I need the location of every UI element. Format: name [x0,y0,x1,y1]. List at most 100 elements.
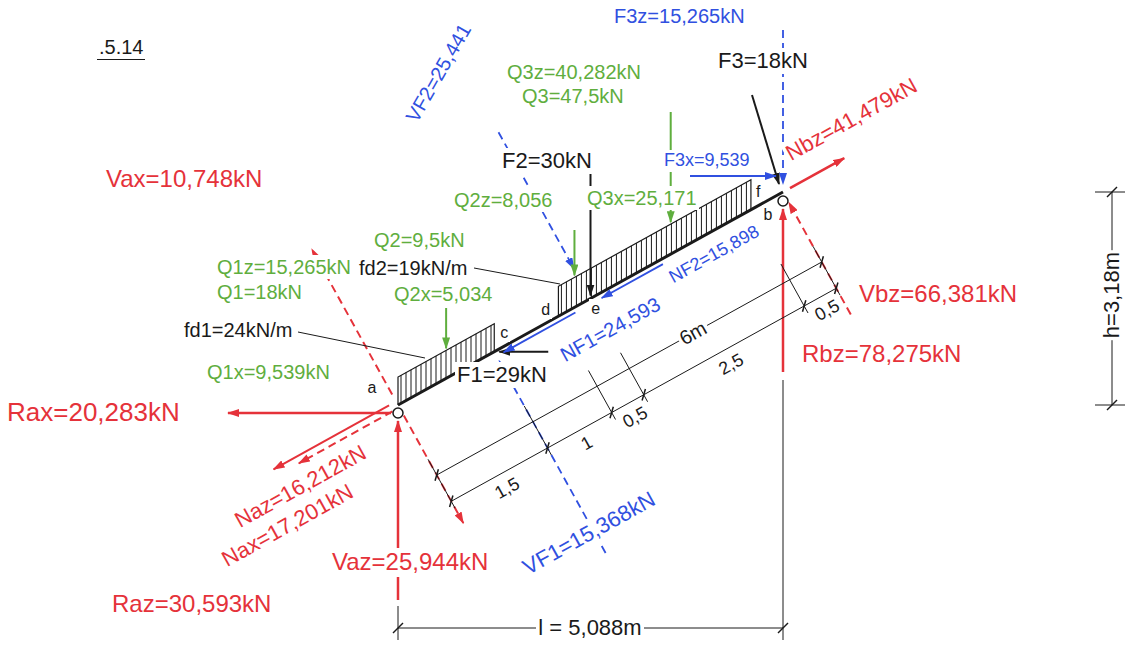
hatch-line [421,364,422,392]
hatch-line [471,337,472,365]
dimension-label: 2,5 [714,348,750,381]
extension-line [1095,192,1125,193]
hatch-line [566,282,567,312]
load-component-label: Q1z=15,265kN [215,255,353,279]
hatch-line [731,191,732,221]
hatch-line [741,185,742,215]
hatch-line [401,375,402,403]
hatch-line [726,193,727,223]
reaction-component-label: Vax=10,748kN [104,165,264,194]
dimension-label: 1,5 [489,472,525,505]
hinge-support [778,196,788,206]
hatch-line [666,226,667,256]
point-label: f [754,182,762,201]
dimension-line [451,288,836,501]
dimension-line [437,262,822,475]
force-component-arrow [690,175,776,177]
hatch-line [431,359,432,387]
reaction-component-arrow [404,416,464,524]
hatch-line [641,240,642,270]
load-component-label: Q2z=8,056 [452,188,554,212]
load-component-label: Q1x=9,539kN [205,360,332,384]
dimension-tick [1107,187,1117,197]
hatch-line [651,235,652,265]
hatch-line [596,265,597,295]
force-arrow [752,95,779,184]
dimension-label: 0,5 [810,295,846,328]
hatch-line [561,285,562,315]
reaction-component-label: Vbz=66,381kN [857,280,1019,309]
load-resultant-label: Q2=9,5kN [372,228,467,252]
force-component-label: VF2=25,441 [400,18,478,128]
force-arrow [590,165,592,296]
dimension-tick [393,623,403,633]
distributed-load-label: fd1=24kN/m [182,318,294,342]
force-component-label: F3z=15,265kN [612,4,747,28]
hatch-line [626,249,627,279]
hatch-line [406,373,407,401]
arrows [228,30,1125,640]
load-resultant-arrow [445,308,447,348]
hatch-line [706,204,707,234]
hatch-line [611,257,612,287]
load-resultant-arrow [573,230,575,275]
force-component-label: NF2=15,898 [664,220,765,289]
extension-line [524,406,551,455]
hatch-line [696,210,697,240]
hatch-line [701,207,702,237]
hatch-line [721,196,722,226]
dimension-tick [546,442,549,454]
hatch-line [441,353,442,381]
reaction-label: Rbz=78,275kN [800,340,963,369]
hatch-line [586,271,587,301]
hatch-line [576,276,577,306]
hatch-line [746,182,747,212]
hatch-line [581,274,582,304]
load-resultant-label: Q1=18kN [215,280,304,304]
hatch-line [661,229,662,259]
hatch-line [481,331,482,359]
dimension-tick [610,407,613,419]
point-label: c [498,323,510,342]
hatch-line [686,215,687,245]
reaction-label: Rax=20,283kN [5,397,182,428]
reaction-arrow [782,209,785,372]
hatch-line [676,221,677,251]
hatch-line [411,370,412,398]
dimension-tick [1107,400,1117,410]
hatch-line [446,350,447,378]
extension-line [428,459,455,508]
dimension-label: l = 5,088m [536,615,643,641]
extension-line [1095,405,1125,406]
hatch-line [426,362,427,390]
force-component-label: F3x=9,539 [662,150,752,172]
force-label: F2=30kN [500,148,594,174]
dimension-label: 6m [673,315,712,351]
load-component-label: Q2x=5,034 [392,282,494,306]
hatch-line [736,188,737,218]
hatch-line [451,348,452,376]
extension-line [621,353,648,402]
dimension-label: 1 [576,431,599,457]
hatch-line [646,238,647,268]
load-component-label: Q3z=40,282kN [505,60,643,84]
dimension-tick [778,623,788,633]
hatch-line [491,326,492,354]
dimension-tick [435,469,438,481]
figure-number: .5.14 [97,35,145,60]
dimension-label: h=3,18m [1099,250,1125,340]
reaction-component-label: Nbz=41,479kN [780,72,924,168]
distributed-load-label: fd2=19kN/m [357,256,469,280]
force-label: F1=29kN [455,362,549,388]
hatch-line [681,218,682,248]
load-component-label: Q3x=25,171 [585,186,699,210]
dimension-tick [642,389,645,401]
force-label: F3=18kN [716,48,810,74]
dimension-tick [835,282,838,294]
extension-line [398,606,399,640]
load-resultant-label: Q3=47,5kN [520,84,626,108]
dimension-tick [450,495,453,507]
dimension-label: 0,5 [618,401,654,434]
point-label: a [366,378,379,397]
